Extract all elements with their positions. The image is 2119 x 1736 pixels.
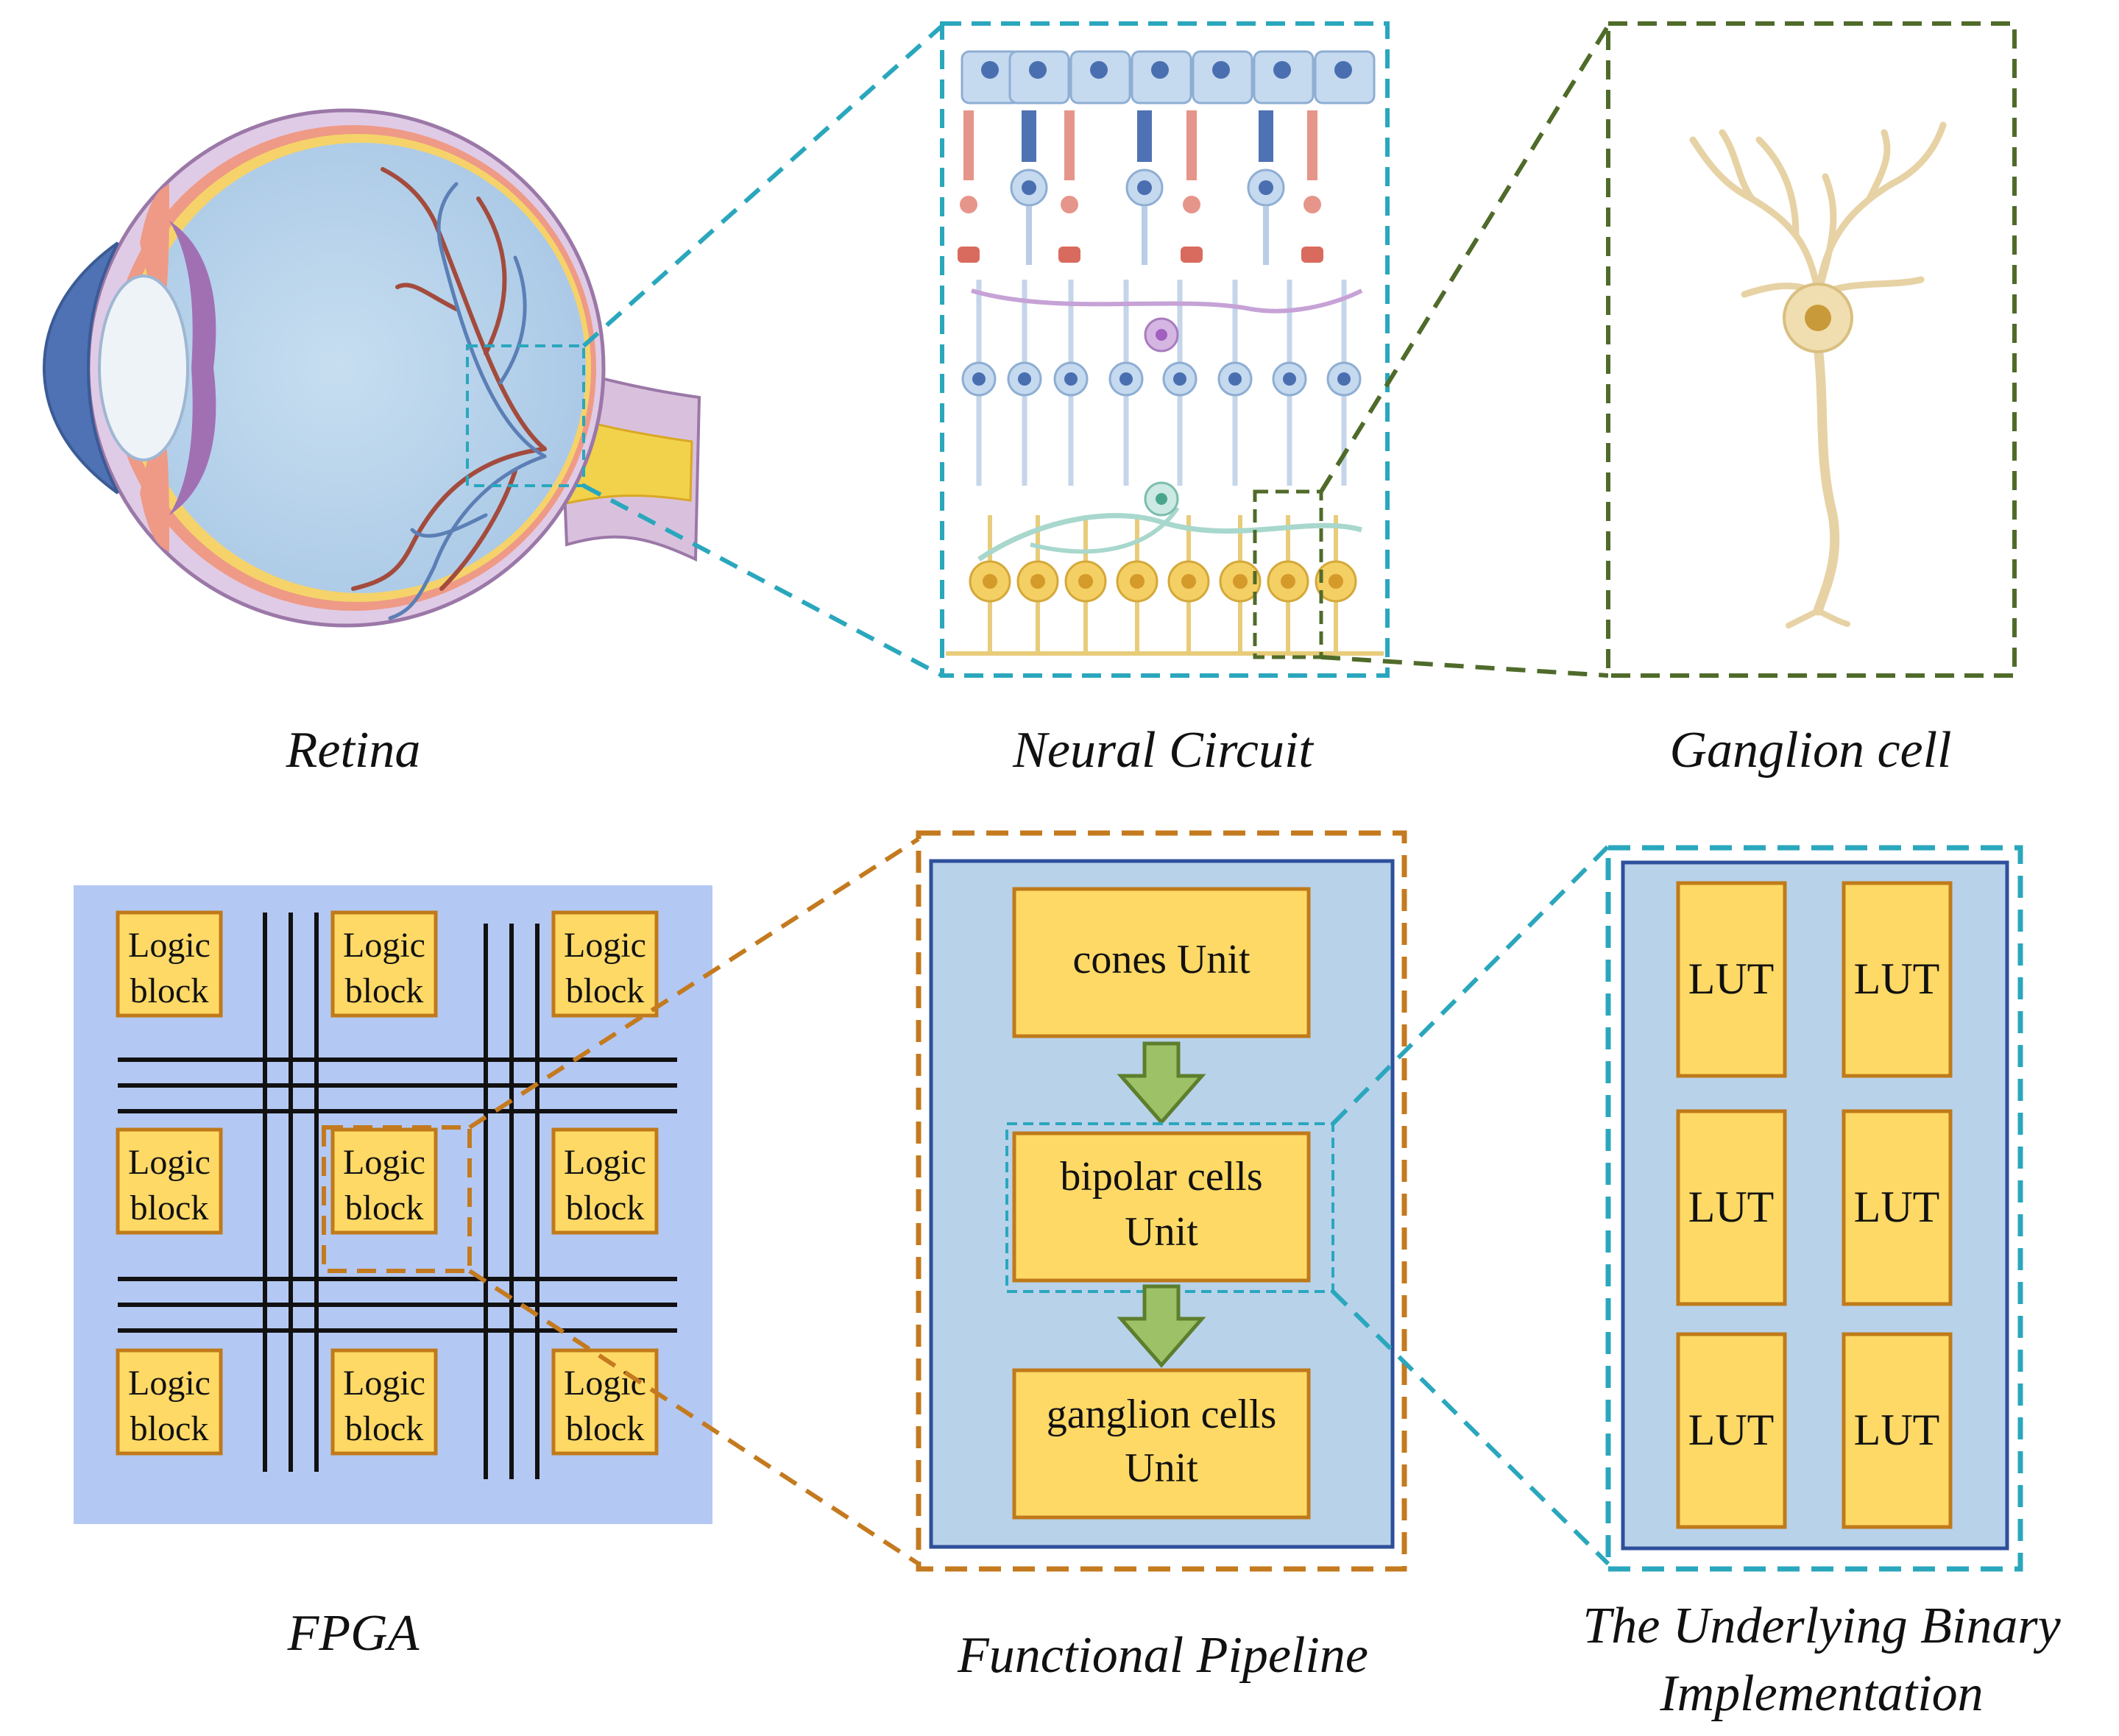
logic-block: Logic block xyxy=(116,910,223,1018)
lut-label: LUT xyxy=(1854,1183,1940,1231)
bipolar-cell xyxy=(1108,280,1144,486)
logic-block-label-line2: block xyxy=(345,1188,424,1227)
photoreceptor-cell xyxy=(1069,50,1131,104)
logic-block: Logic block xyxy=(551,1348,659,1456)
photoreceptor-cell xyxy=(1192,50,1253,104)
logic-block-label-line2: block xyxy=(566,1188,645,1227)
ganglion-cell xyxy=(1315,515,1357,653)
logic-block-label-line1: Logic xyxy=(343,1364,425,1403)
logic-block: Logic block xyxy=(116,1348,223,1456)
logic-block-label-line2: block xyxy=(130,1409,209,1448)
rod-cell xyxy=(1181,110,1203,263)
logic-block: Logic block xyxy=(116,1127,223,1235)
ganglion-cells-label-line1: ganglion cells xyxy=(1047,1392,1277,1437)
lut-block: LUT xyxy=(1676,1109,1787,1306)
bipolar-cell xyxy=(1162,280,1198,486)
functional-pipeline: cones Unit bipolar cells Unit ganglion c… xyxy=(916,830,1407,1572)
cone-cell xyxy=(1247,110,1285,265)
bipolar-cell xyxy=(1007,280,1042,486)
caption-binary-line2: Implementation xyxy=(1660,1665,1984,1722)
lut-label: LUT xyxy=(1854,954,1940,1003)
retina-zoom-connectors xyxy=(582,24,944,678)
logic-block-label-line1: Logic xyxy=(564,1143,646,1182)
logic-block-label-line2: block xyxy=(566,1409,645,1448)
ganglion-cell-illustration xyxy=(1606,21,2017,678)
lut-block: LUT xyxy=(1676,881,1787,1078)
lut-label: LUT xyxy=(1688,1183,1775,1231)
lut-block: LUT xyxy=(1842,1109,1953,1306)
logic-block: Logic block xyxy=(330,910,438,1018)
logic-block-label-line2: block xyxy=(345,971,424,1010)
logic-block-label-line2: block xyxy=(130,1188,209,1227)
ganglion-cells-unit-block xyxy=(1012,1368,1311,1520)
caption-neural-circuit: Neural Circuit xyxy=(1013,722,1313,779)
caption-binary-line1: The Underlying Binary xyxy=(1582,1598,2061,1654)
lut-label: LUT xyxy=(1688,1406,1775,1454)
retina-eye-illustration xyxy=(42,108,701,628)
logic-block-label-line1: Logic xyxy=(564,1364,646,1403)
cones-unit-block xyxy=(1012,887,1311,1038)
cone-cell xyxy=(1010,110,1048,265)
logic-block-label-line1: Logic xyxy=(128,1364,211,1403)
photoreceptor-cell xyxy=(1131,50,1192,104)
logic-block-label-line2: block xyxy=(130,971,209,1010)
photoreceptor-cell xyxy=(1253,50,1315,104)
pipeline-zoom-connectors xyxy=(1331,844,1610,1566)
lut-block: LUT xyxy=(1842,1332,1953,1529)
down-arrow-icon xyxy=(1117,1041,1206,1125)
cone-cell xyxy=(1125,110,1164,265)
lut-block: LUT xyxy=(1676,1332,1787,1529)
fpga-diagram: LogicblockLogicblockLogicblockLogicblock… xyxy=(74,885,712,1524)
ganglion-cell xyxy=(1219,515,1262,653)
down-arrow-icon xyxy=(1117,1284,1206,1368)
ganglion-cell xyxy=(1267,515,1309,653)
caption-fpga: FPGA xyxy=(287,1605,420,1662)
ganglion-cell xyxy=(969,515,1011,653)
ganglion-zoom-connectors xyxy=(1319,24,1610,678)
lut-block: LUT xyxy=(1842,881,1953,1078)
logic-block-label-line1: Logic xyxy=(128,926,211,965)
ganglion-cell xyxy=(1016,515,1059,653)
lut-label: LUT xyxy=(1688,954,1775,1003)
lut-label: LUT xyxy=(1854,1406,1940,1454)
bipolar-cell xyxy=(961,280,997,486)
ganglion-cell xyxy=(1064,515,1107,653)
logic-block: Logic block xyxy=(551,910,659,1018)
fpga-zoom-connectors xyxy=(468,837,920,1566)
caption-functional-pipeline: Functional Pipeline xyxy=(958,1627,1368,1684)
bipolar-cell xyxy=(1272,280,1307,486)
logic-block-label-line1: Logic xyxy=(343,1143,425,1182)
logic-block: Logic block xyxy=(330,1127,438,1235)
logic-block: Logic block xyxy=(551,1127,659,1235)
neural-circuit-illustration xyxy=(940,21,1390,678)
photoreceptor-cell xyxy=(1314,50,1376,104)
logic-block-label-line1: Logic xyxy=(343,926,425,965)
logic-block-label-line1: Logic xyxy=(564,926,646,965)
bipolar-cell xyxy=(1053,280,1089,486)
logic-block: Logic block xyxy=(330,1348,438,1456)
logic-block-label-line2: block xyxy=(345,1409,424,1448)
rod-cell xyxy=(1058,110,1080,263)
binary-implementation-panel: LUT LUT LUT LUT LUT LUT xyxy=(1605,845,2023,1572)
logic-block-label-line2: block xyxy=(566,971,645,1010)
logic-block-label-line1: Logic xyxy=(128,1143,211,1182)
rod-cell xyxy=(1301,110,1323,263)
bipolar-cells-label-line1: bipolar cells xyxy=(1060,1154,1262,1200)
bipolar-cell xyxy=(1217,280,1253,486)
bipolar-cells-label-line2: Unit xyxy=(1125,1209,1198,1255)
caption-ganglion-cell: Ganglion cell xyxy=(1669,722,1952,779)
ganglion-cell xyxy=(1167,515,1210,653)
rod-cell xyxy=(958,110,980,263)
ganglion-cells-label-line2: Unit xyxy=(1125,1445,1198,1491)
photoreceptor-cell xyxy=(1008,50,1070,104)
ganglion-cell xyxy=(1116,515,1158,653)
caption-retina: Retina xyxy=(286,722,421,779)
cones-unit-label: cones Unit xyxy=(1072,937,1250,982)
bipolar-cells-unit-block xyxy=(1012,1131,1311,1283)
